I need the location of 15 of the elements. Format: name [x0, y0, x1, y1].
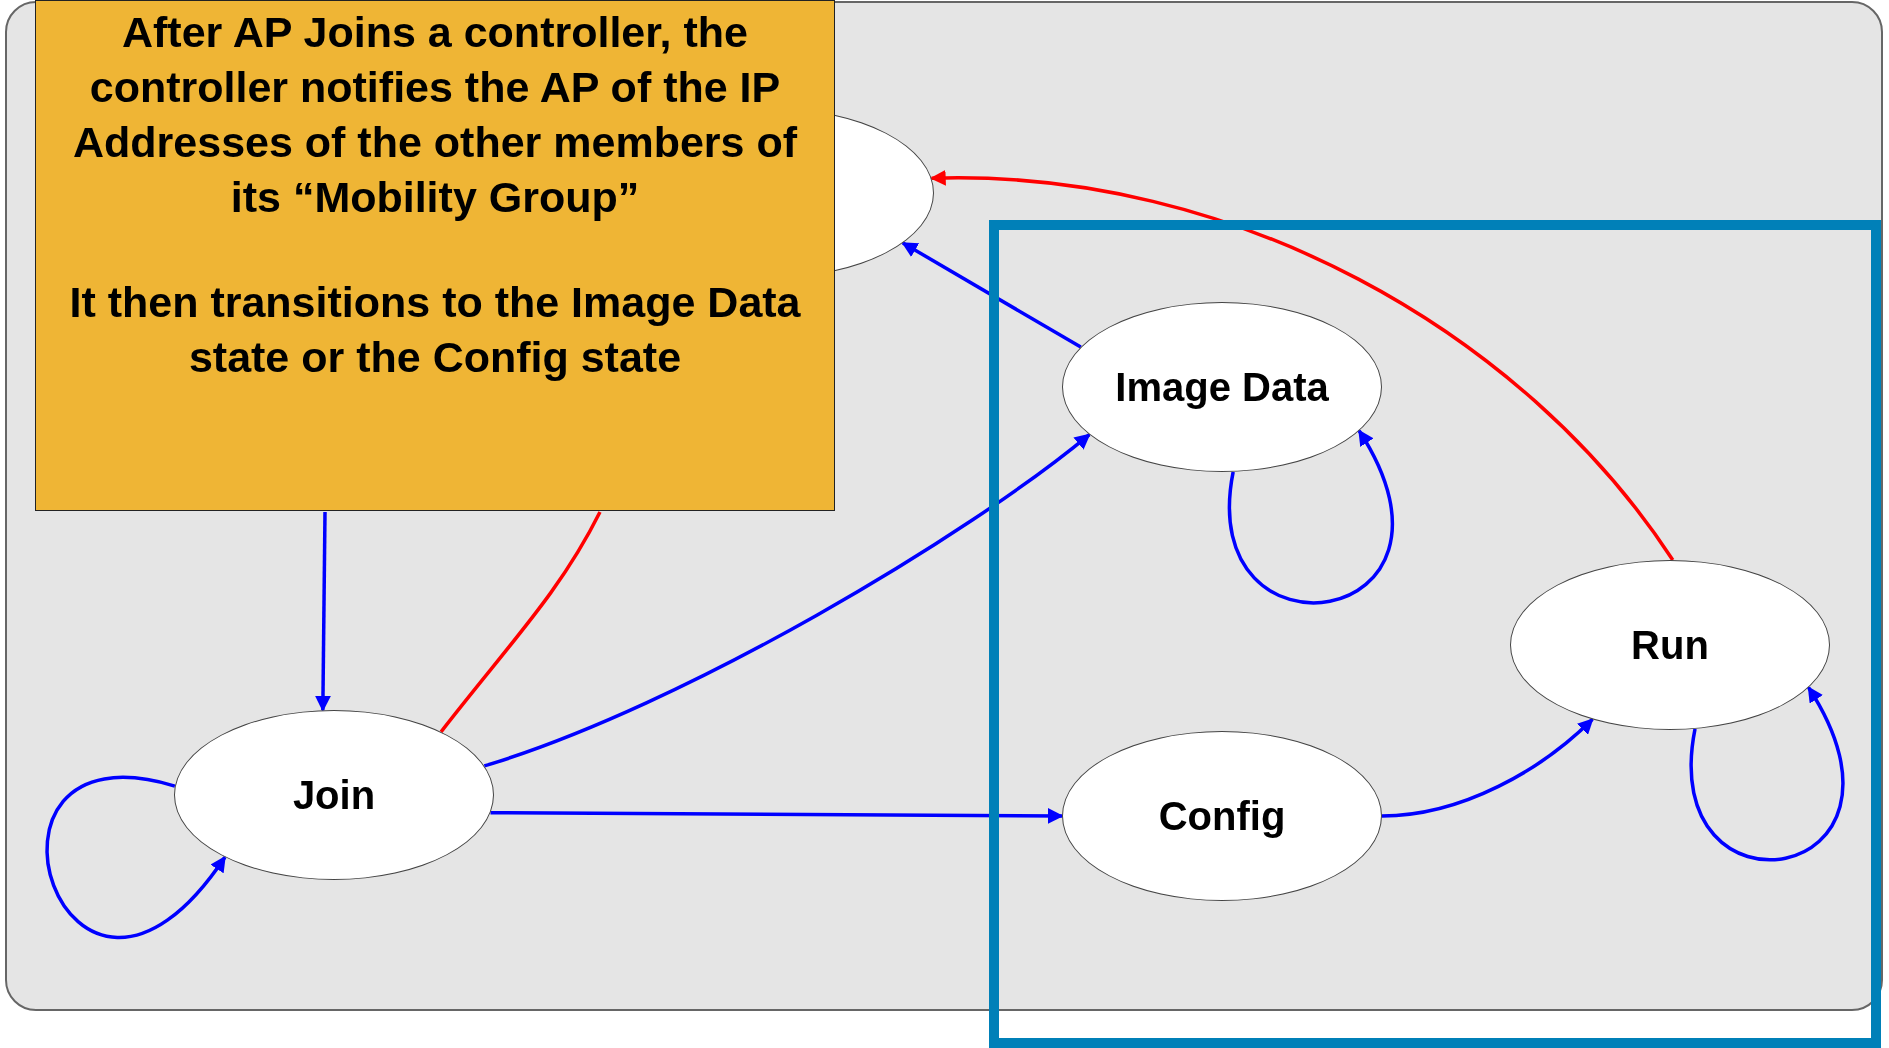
transition-arrow — [45, 775, 227, 939]
callout-text: It then transitions to the Image Data state or the Config state — [68, 277, 802, 383]
state-label: Image Data — [1115, 364, 1329, 410]
state-label: Join — [292, 772, 376, 818]
transition-arrow — [1689, 686, 1845, 861]
transition-arrow — [490, 808, 1064, 824]
transition-arrow — [483, 433, 1091, 768]
transition-arrow — [901, 241, 1082, 349]
transition-arrow — [315, 512, 331, 712]
transition-arrow — [1228, 429, 1394, 604]
state-label: Config — [1158, 793, 1286, 839]
transition-arrow — [1381, 718, 1594, 818]
callout-text: After AP Joins a controller, the controller notifies the AP of the IP Addresses of the other members of its “Mobility Group” — [72, 7, 799, 223]
note-tooltip — [35, 0, 835, 511]
state-label: Run — [1631, 622, 1709, 668]
